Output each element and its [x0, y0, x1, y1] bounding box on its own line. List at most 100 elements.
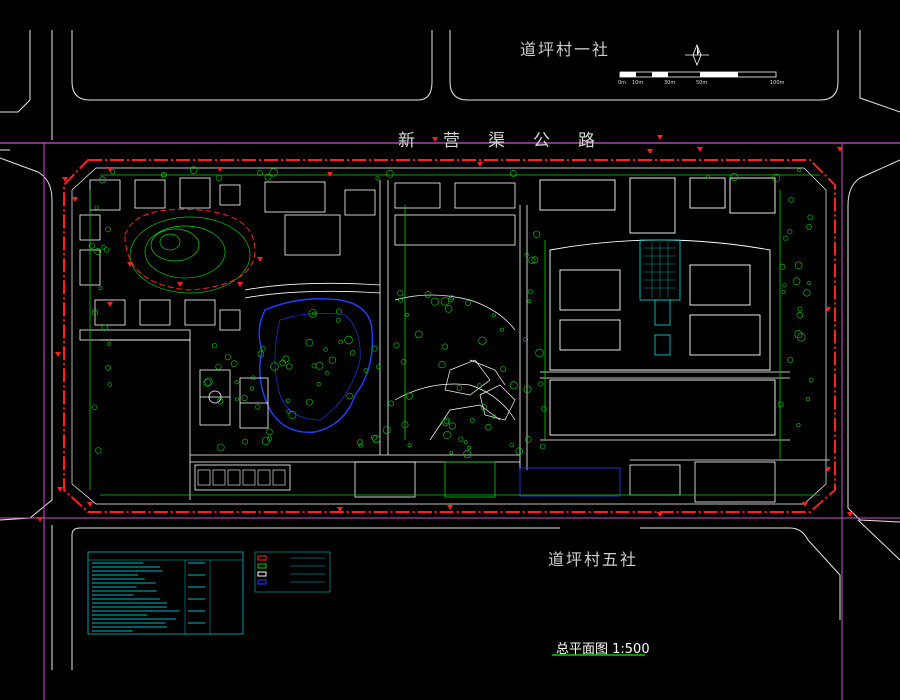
tree-icon — [787, 357, 794, 363]
tree-icon — [215, 174, 223, 182]
entrance-marker-icon — [657, 512, 663, 517]
tree-icon — [443, 417, 451, 425]
tree-icon — [308, 309, 318, 318]
tree-icon — [315, 361, 324, 370]
tree-icon — [467, 445, 471, 450]
tree-icon — [449, 450, 454, 455]
tree-icon — [796, 423, 801, 428]
entrance-marker-icon — [257, 257, 263, 262]
tree-icon — [382, 426, 391, 434]
tree-icon — [101, 244, 106, 250]
tree-icon — [398, 297, 403, 303]
entrance-marker-icons — [37, 135, 853, 522]
entrance-marker-icon — [127, 262, 133, 267]
tree-icon — [788, 197, 795, 203]
entrance-marker-icon — [802, 502, 808, 507]
green-lines — [89, 174, 820, 496]
tree-icon — [533, 230, 541, 238]
tree-icon — [535, 348, 544, 358]
tree-icon — [328, 356, 337, 364]
internal-roads — [100, 180, 830, 500]
tree-icon — [92, 404, 98, 410]
tree-icon — [241, 394, 248, 402]
entrance-marker-icon — [825, 307, 831, 312]
tree-icon — [269, 168, 278, 177]
tree-icon — [539, 443, 546, 450]
tree-icon — [443, 431, 452, 440]
tree-icon — [441, 418, 450, 427]
tree-icon — [515, 447, 523, 455]
tree-icon — [107, 382, 113, 387]
tree-icon — [230, 360, 238, 368]
tree-icon — [264, 173, 272, 181]
north-arrow-icon — [685, 43, 709, 67]
tree-icon — [257, 170, 264, 176]
tree-icon — [388, 400, 394, 407]
south-buildings — [194, 461, 776, 503]
tree-icon — [260, 345, 266, 352]
tree-icon — [371, 434, 377, 441]
tree-icon — [430, 297, 439, 306]
tree-icon — [266, 428, 273, 436]
tree-icon — [424, 291, 432, 298]
tree-icon — [440, 297, 450, 306]
tree-icon — [279, 359, 286, 367]
entrance-marker-icon — [55, 352, 61, 357]
entrance-marker-icon — [825, 467, 831, 472]
tree-icon — [91, 309, 99, 316]
tree-icon — [541, 405, 547, 412]
tree-icon — [397, 290, 404, 297]
entrance-marker-icon — [177, 282, 183, 287]
entrance-marker-icon — [327, 172, 333, 177]
tree-icon — [257, 350, 265, 358]
tree-icon — [491, 313, 496, 318]
tree-icon — [509, 442, 514, 448]
scale-bar — [619, 71, 777, 78]
road-lines — [0, 30, 900, 670]
entrance-marker-icon — [107, 167, 113, 172]
site-boundary — [63, 159, 836, 513]
entrance-marker-icon — [217, 167, 223, 172]
tree-icon — [491, 414, 496, 419]
tree-icon — [288, 411, 297, 419]
tree-icon — [101, 324, 109, 331]
tree-icon — [305, 338, 314, 347]
tree-icon — [441, 343, 449, 350]
tree-icon — [782, 283, 787, 288]
hatch-grid — [644, 242, 676, 298]
tree-icon — [470, 417, 475, 423]
south-windows — [197, 469, 286, 486]
tree-icon — [807, 214, 814, 221]
tree-icon — [286, 398, 291, 403]
entrance-marker-icon — [432, 137, 438, 142]
tree-icon — [306, 398, 313, 406]
tree-icon — [794, 330, 803, 339]
scale-tick-30: 30m — [664, 80, 676, 86]
tree-icon — [414, 330, 423, 339]
tree-icon — [400, 358, 407, 365]
tree-icon — [807, 281, 811, 286]
tree-icon — [806, 223, 812, 230]
entrance-marker-icon — [37, 517, 43, 522]
tree-icon — [805, 397, 810, 402]
tree-icon — [531, 256, 539, 264]
tree-icon — [463, 440, 468, 445]
tree-icon — [344, 335, 353, 345]
south-village-label: 道坪村五社 — [548, 550, 639, 569]
tree-icon — [438, 361, 446, 369]
tree-icon — [98, 286, 103, 291]
tree-icon — [401, 421, 409, 429]
tree-icon — [234, 397, 239, 402]
tree-icon — [203, 378, 212, 387]
entrance-marker-icon — [847, 512, 853, 517]
tree-icon — [311, 363, 317, 369]
tree-icon — [255, 404, 261, 410]
tree-icon — [107, 342, 112, 346]
tree-icon — [161, 171, 167, 178]
tree-icon — [509, 381, 518, 390]
tree-icon — [730, 172, 739, 181]
tree-icon — [783, 235, 789, 241]
tree-icon — [480, 404, 487, 411]
tree-icon — [346, 392, 353, 400]
